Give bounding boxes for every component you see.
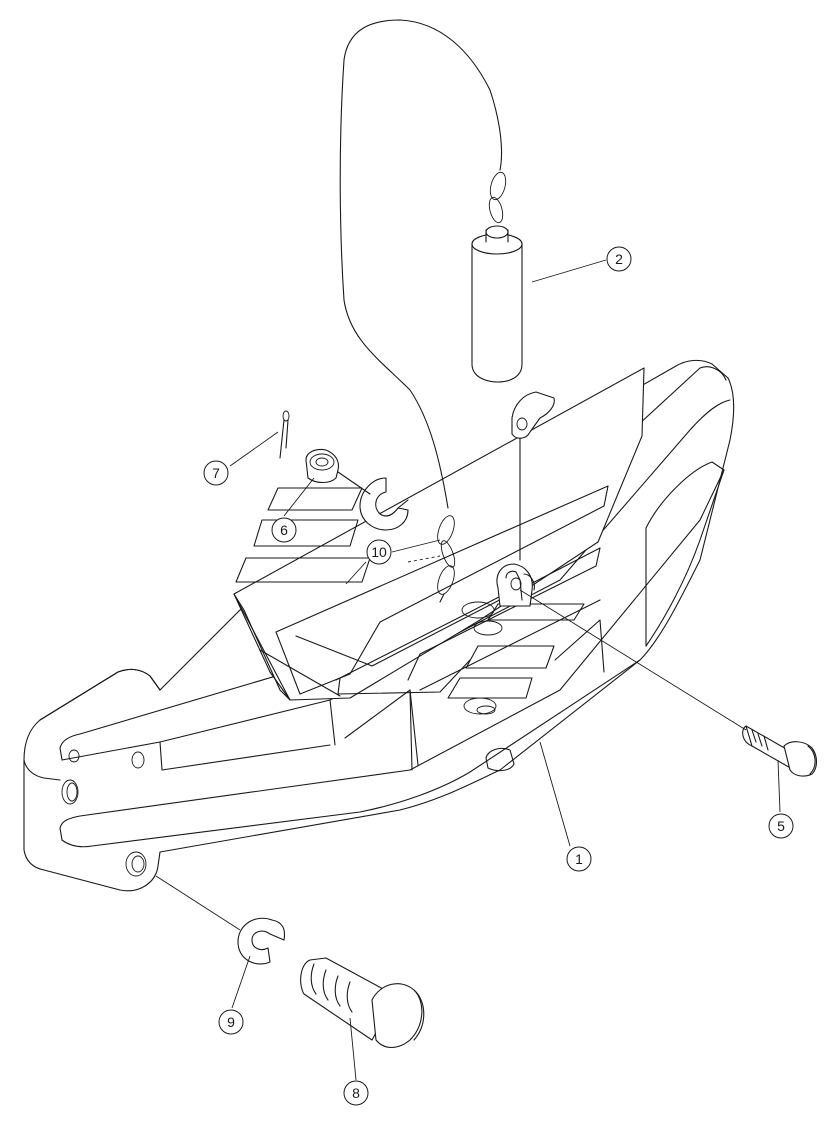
lock-pin-part-2 [471,225,523,383]
leader-9-axis [155,875,241,931]
leader-10b [391,539,441,553]
callout-1-label: 1 [575,851,583,867]
leader-9 [231,955,251,1009]
callout-6-label: 6 [280,522,288,538]
callout-6: 6 [271,517,297,543]
callout-5: 5 [768,813,794,839]
chain-links-lower [437,515,456,603]
leader-10 [345,561,367,585]
chain-anchor-top [511,391,555,561]
clevis-bracket [496,563,535,607]
callout-2-label: 2 [615,251,623,267]
large-pin-part-8 [300,957,425,1049]
leader-6 [283,477,315,517]
circlip-part-9 [237,917,286,965]
callout-10: 10 [366,539,392,565]
callout-9: 9 [218,1009,244,1035]
leader-2 [531,259,607,283]
leader-8 [349,1017,357,1081]
leader-7 [229,431,279,467]
callout-7-label: 7 [212,465,220,481]
callout-9-label: 9 [227,1014,235,1030]
nut-part-6 [305,448,371,495]
leader-1 [539,741,571,847]
lanyard-cable [339,19,503,509]
chain-links-upper [488,171,507,224]
leader-5 [777,759,781,813]
callout-2: 2 [606,246,632,272]
callout-8-label: 8 [352,1085,360,1101]
callout-7: 7 [203,460,229,486]
bolt-part-5 [742,725,818,777]
callout-1: 1 [566,846,592,872]
callout-8: 8 [343,1080,369,1106]
mounting-plate [233,367,645,715]
washer-part-10 [359,477,409,531]
leader-5-axis [519,589,747,731]
callout-10-label: 10 [371,544,387,560]
callout-5-label: 5 [777,818,785,834]
cotter-pin-part-7 [279,410,290,459]
